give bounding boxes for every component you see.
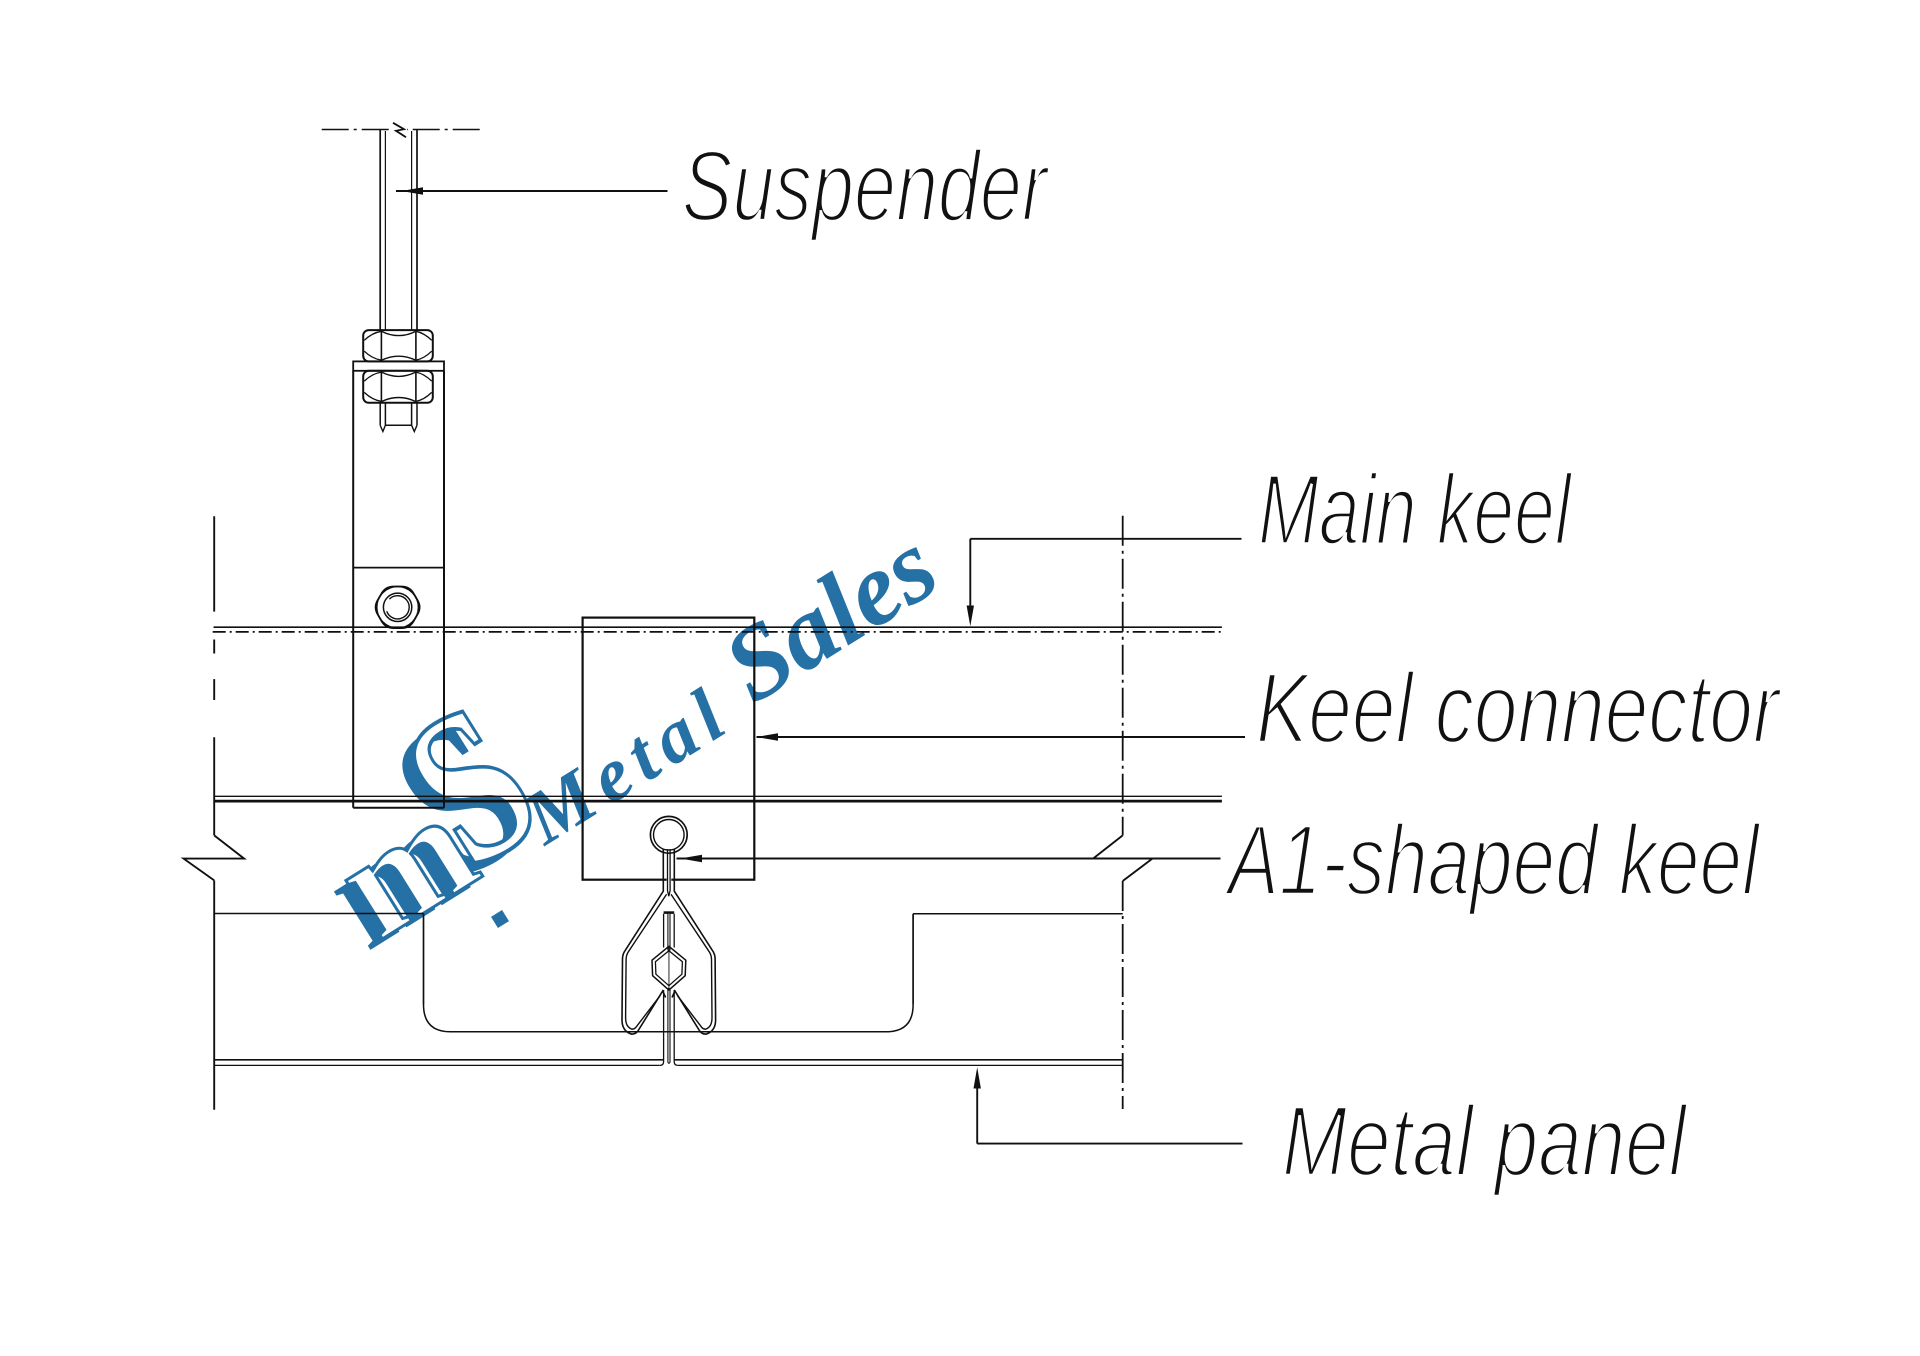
svg-text:A1-shaped keel: A1-shaped keel	[1224, 804, 1761, 916]
svg-text:Main keel: Main keel	[1258, 454, 1573, 566]
svg-text:Suspender: Suspender	[682, 131, 1050, 243]
svg-text:Metal panel: Metal panel	[1282, 1085, 1688, 1197]
svg-text:Keel connector: Keel connector	[1256, 653, 1782, 765]
